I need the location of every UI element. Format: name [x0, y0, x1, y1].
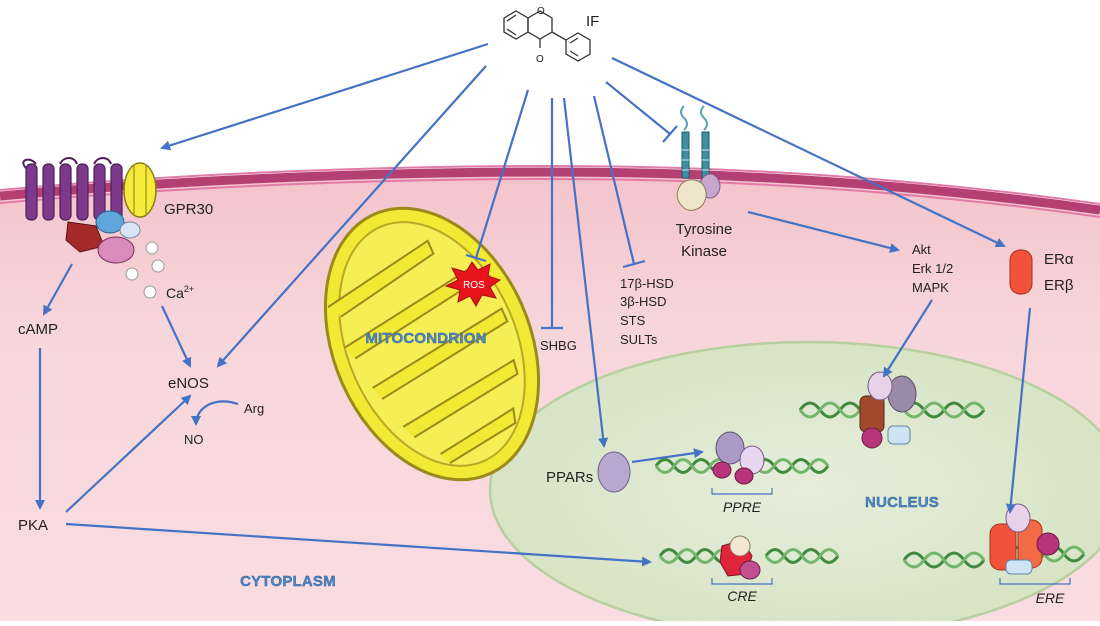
tyrosine-kinase-label-1: Tyrosine — [676, 221, 733, 238]
enzyme-sults: SULTs — [620, 332, 658, 347]
ppar-protein — [597, 451, 631, 493]
enzyme-sts: STS — [620, 313, 646, 328]
estrogen-receptor-icon — [1009, 249, 1033, 295]
no-label: NO — [184, 432, 204, 447]
ere-label: ERE — [1036, 590, 1065, 606]
enzyme-17b-hsd: 17β-HSD — [620, 276, 674, 291]
camp-label: cAMP — [18, 321, 58, 338]
gpr30-receptor — [22, 157, 157, 264]
dna-ppre — [654, 431, 830, 495]
dna-cre — [658, 535, 840, 585]
shbg-label: SHBG — [540, 338, 577, 353]
mitochondrion-label: MITOCONDRION — [365, 330, 486, 347]
enzyme-3b-hsd: 3β-HSD — [620, 294, 666, 309]
pka-label: PKA — [18, 517, 48, 534]
gpr30-label: GPR30 — [164, 201, 213, 218]
enos-label: eNOS — [168, 375, 209, 392]
inhibition-lines — [465, 81, 678, 330]
dna-ere — [902, 503, 1086, 585]
ppars-label: PPARs — [546, 469, 593, 486]
nucleus-label: NUCLEUS — [865, 494, 939, 511]
ligand-label: IF — [586, 13, 599, 30]
er-beta-label: ERβ — [1044, 277, 1074, 294]
arg-label: Arg — [244, 401, 264, 416]
dna-kinase-target — [798, 371, 986, 449]
cell-membrane — [0, 167, 1100, 215]
calcium-label: Ca2+ — [166, 284, 194, 301]
cre-label: CRE — [727, 588, 757, 604]
cytoplasm-label: CYTOPLASM — [240, 573, 336, 590]
kinase-mapk: MAPK — [912, 280, 949, 295]
mitochondrion — [323, 206, 541, 482]
tyrosine-kinase-receptor — [676, 105, 721, 211]
tyrosine-kinase-label-2: Kinase — [681, 243, 727, 260]
er-alpha-label: ERα — [1044, 251, 1074, 268]
isoflavone-structure — [503, 10, 591, 62]
kinase-akt: Akt — [912, 242, 931, 257]
kinase-erk: Erk 1/2 — [912, 261, 953, 276]
carbonyl-oxygen: O — [536, 54, 544, 65]
activation-arrows — [35, 42, 1032, 567]
ppre-label: PPRE — [723, 499, 762, 515]
calcium-ions — [125, 241, 165, 299]
ros-burst: ROS — [444, 261, 502, 308]
ring-oxygen: O — [537, 6, 545, 17]
ros-label: ROS — [463, 280, 485, 291]
